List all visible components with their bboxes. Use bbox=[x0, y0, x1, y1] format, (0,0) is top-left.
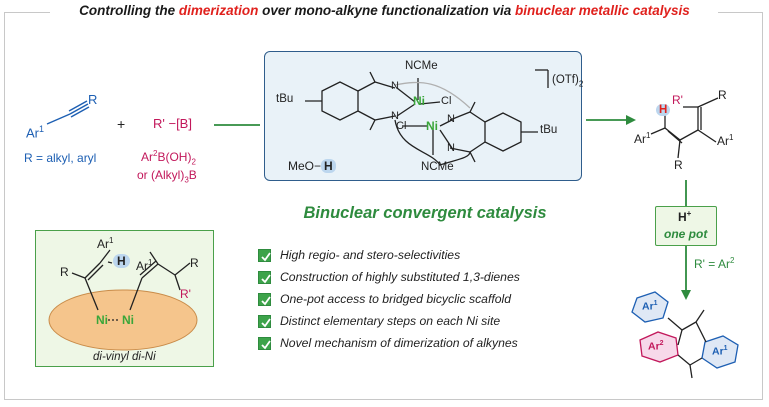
ni-atom-2: Ni bbox=[426, 119, 438, 133]
binuclear-ellipse bbox=[48, 289, 198, 351]
diene-ar-left: Ar1 bbox=[634, 131, 651, 146]
title-part-2: over mono-alkyne functionalization via bbox=[258, 3, 515, 18]
alkyne-aryl: Ar1 bbox=[26, 124, 45, 141]
ncme-bottom: NCMe bbox=[421, 161, 454, 173]
feature-text: Distinct elementary steps on each Ni sit… bbox=[280, 314, 501, 328]
checkbox-icon bbox=[258, 248, 271, 262]
checkbox-icon bbox=[258, 270, 271, 284]
boronic-acid: Ar2B(OH)2 bbox=[141, 149, 196, 167]
checkbox-icon bbox=[258, 314, 271, 328]
feature-text: High regio- and stero-selectivities bbox=[280, 248, 461, 262]
intermediate-ni-right: Ni bbox=[122, 313, 134, 327]
title-part-1: Controlling the bbox=[79, 3, 179, 18]
bicyclic-ar1b: Ar1 bbox=[712, 345, 728, 358]
n-atom-1: N bbox=[391, 80, 399, 92]
arrow-box-to-product bbox=[586, 115, 636, 125]
diene-r-prime: R' bbox=[672, 93, 683, 107]
counterion: (OTf)2 bbox=[552, 74, 584, 89]
diene-r-top: R bbox=[718, 88, 727, 102]
checkbox-icon bbox=[258, 292, 271, 306]
feature-item: Novel mechanism of dimerization of alkyn… bbox=[258, 332, 520, 354]
intermediate-skeleton bbox=[71, 249, 191, 321]
checkbox-icon bbox=[258, 336, 271, 350]
ncme-top: NCMe bbox=[405, 60, 438, 72]
intermediate-caption: di-vinyl di-Ni bbox=[93, 351, 156, 363]
acid-h-plus: H+ bbox=[678, 209, 692, 224]
alkyne-structure bbox=[46, 100, 90, 125]
feature-item: One-pot access to bridged bicyclic scaff… bbox=[258, 288, 520, 310]
title-highlight-binuclear: binuclear metallic catalysis bbox=[514, 3, 690, 18]
r-prime-condition: R' = Ar2 bbox=[694, 256, 735, 271]
tbu-right: tBu bbox=[540, 124, 558, 136]
intermediate-r-prime: R' bbox=[180, 287, 191, 301]
feature-text: Novel mechanism of dimerization of alkyn… bbox=[280, 336, 518, 350]
alkyne-r: R bbox=[88, 92, 98, 107]
title-background bbox=[50, 4, 718, 22]
n-atom-4: N bbox=[447, 142, 455, 154]
n-atom-3: N bbox=[447, 113, 455, 125]
diene-r-bottom: R bbox=[674, 158, 683, 172]
boron-reagent: R' −[B] bbox=[153, 116, 192, 131]
alkyl-borane: or (Alkyl)3B bbox=[137, 168, 197, 185]
intermediate-h: H bbox=[113, 254, 130, 268]
feature-item: Distinct elementary steps on each Ni sit… bbox=[258, 310, 520, 332]
tbu-left: tBu bbox=[276, 93, 294, 105]
cl-atom-2: Cl bbox=[396, 120, 407, 132]
bicyclic-ar1: Ar1 bbox=[642, 300, 658, 313]
one-pot-label: one pot bbox=[664, 227, 708, 241]
feature-list: High regio- and stero-selectivities Cons… bbox=[258, 244, 520, 354]
bicyclic-ar2: Ar2 bbox=[648, 340, 664, 353]
figure-title: Controlling the dimerization over mono-a… bbox=[0, 3, 769, 18]
feature-text: One-pot access to bridged bicyclic scaff… bbox=[280, 292, 511, 306]
acid-step-box bbox=[655, 206, 717, 246]
catalyst-box bbox=[264, 51, 582, 181]
ni-atom-1: Ni bbox=[413, 94, 425, 108]
diene-h: H bbox=[656, 104, 671, 116]
n-atom-2: N bbox=[391, 110, 399, 122]
intermediate-ar1-right: Ar1 bbox=[136, 258, 153, 273]
bicyclic-skeleton bbox=[631, 291, 739, 379]
diene-ar-right: Ar1 bbox=[717, 133, 734, 148]
arrow-down bbox=[681, 180, 691, 300]
intermediate-ar1-left: Ar1 bbox=[97, 236, 114, 251]
intermediate-r-right: R bbox=[190, 256, 199, 270]
intermediate-ni-left: Ni bbox=[96, 313, 108, 327]
cl-atom-1: Cl bbox=[441, 95, 452, 107]
feature-item: Construction of highly substituted 1,3-d… bbox=[258, 266, 520, 288]
feature-item: High regio- and stero-selectivities bbox=[258, 244, 520, 266]
methanol: MeO−H bbox=[288, 159, 336, 173]
intermediate-r-left: R bbox=[60, 265, 69, 279]
feature-text: Construction of highly substituted 1,3-d… bbox=[280, 270, 520, 284]
catalyst-skeleton bbox=[305, 69, 549, 166]
plus-sign: + bbox=[117, 116, 126, 132]
binuclear-subtitle: Binuclear convergent catalysis bbox=[303, 204, 547, 222]
title-highlight-dimerization: dimerization bbox=[178, 3, 259, 18]
r-condition: R = alkyl, aryl bbox=[24, 151, 97, 165]
